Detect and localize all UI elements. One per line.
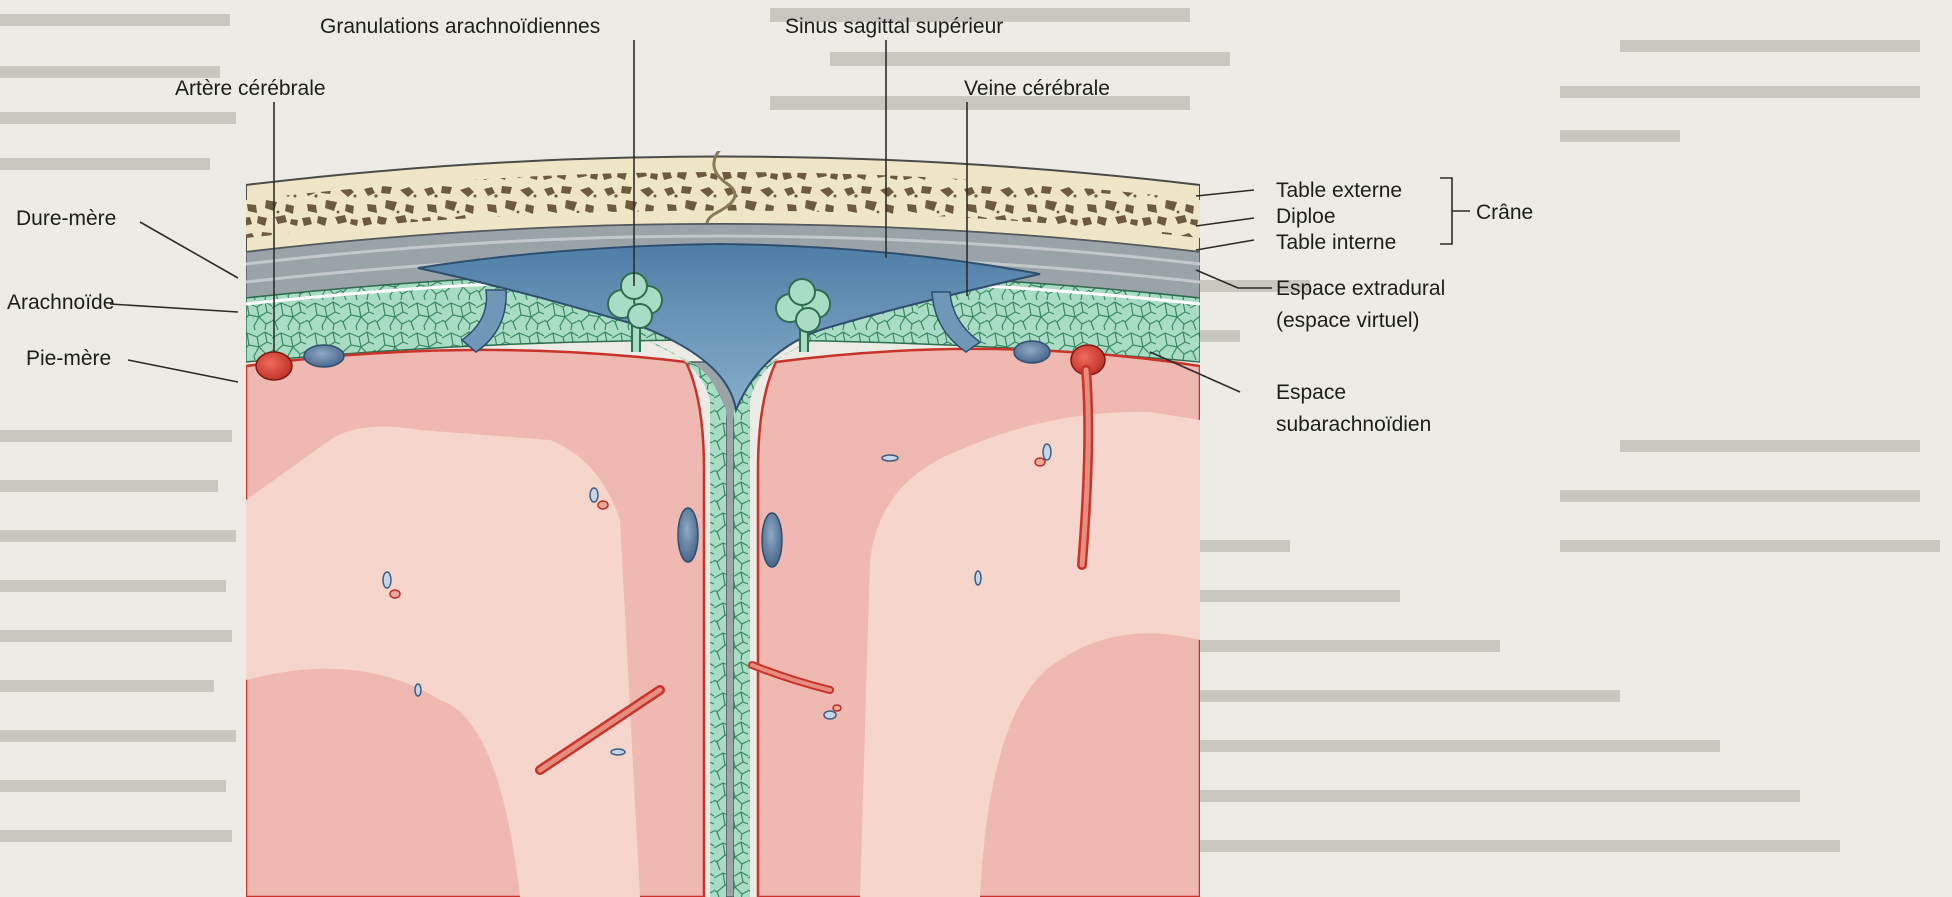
label-dure-mere: Dure-mère <box>16 206 116 232</box>
label-table-externe: Table externe <box>1276 178 1402 204</box>
cerebral-vein-left <box>304 345 344 367</box>
label-veine: Veine cérébrale <box>964 76 1110 102</box>
label-espace-extradural: Espace extradural (espace virtuel) <box>1276 276 1445 335</box>
label-espace-sub-line1: Espace <box>1276 380 1431 406</box>
label-espace-sub-line2: subarachnoïdien <box>1276 412 1431 438</box>
label-table-interne: Table interne <box>1276 230 1396 256</box>
label-sinus: Sinus sagittal supérieur <box>785 14 1003 40</box>
label-crane: Crâne <box>1476 200 1533 226</box>
label-diploe: Diploe <box>1276 204 1336 230</box>
label-espace-extradural-line2: (espace virtuel) <box>1276 308 1445 334</box>
label-pie-mere: Pie-mère <box>26 346 111 372</box>
label-granulations: Granulations arachnoïdiennes <box>320 14 600 40</box>
cerebral-artery-left <box>256 352 292 380</box>
midline-vein-right <box>762 513 782 567</box>
label-espace-subarachnoidien: Espace subarachnoïdien <box>1276 380 1431 439</box>
cerebral-vein-right <box>1014 341 1050 363</box>
midline-vein-left <box>678 508 698 562</box>
label-artere: Artère cérébrale <box>175 76 326 102</box>
label-espace-extradural-line1: Espace extradural <box>1276 276 1445 302</box>
label-arachnoide: Arachnoïde <box>7 290 114 316</box>
